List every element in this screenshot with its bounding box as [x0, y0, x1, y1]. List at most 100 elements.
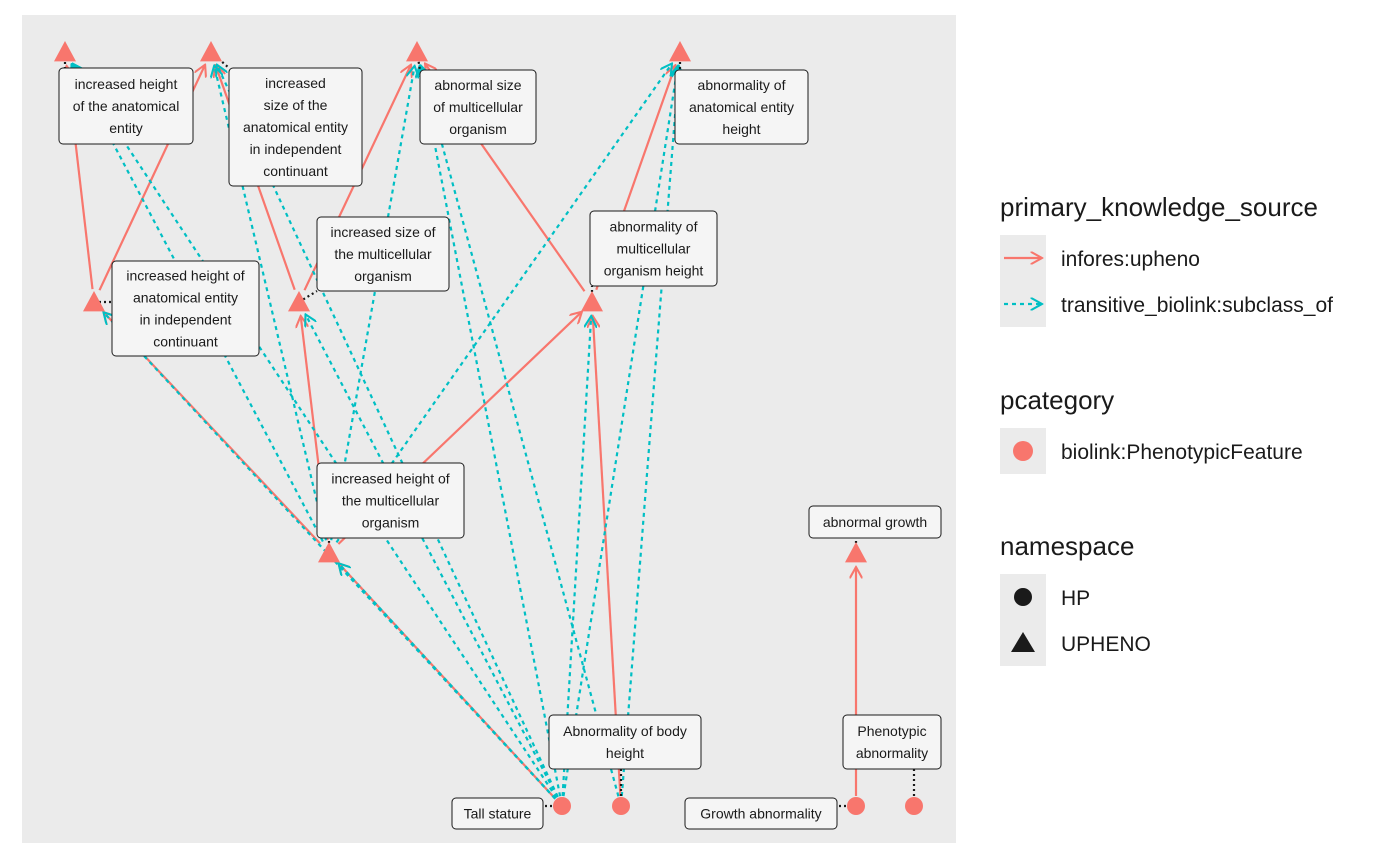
node-circle-n_growth_abn[interactable] — [847, 797, 865, 815]
node-label-n_size_mc: increased size of the multicellular organi… — [316, 216, 450, 292]
node-label-box — [548, 714, 702, 770]
node-label-line: abnormal growth — [823, 514, 927, 530]
node-label-line: height — [722, 121, 760, 137]
node-label-line: of multicellular — [433, 99, 523, 115]
node-label-line: Phenotypic — [857, 723, 926, 739]
node-label-line: increased height of — [331, 471, 449, 487]
legend-category-title: pcategory — [1000, 385, 1114, 415]
node-label-line: Tall stature — [464, 806, 532, 822]
node-label-n_size_anat_ic: increased size of the anatomical entity in … — [228, 67, 363, 187]
node-label-line: increased height — [75, 76, 178, 92]
legend-hp-circle-icon — [1014, 588, 1032, 606]
node-label-line: in independent — [250, 141, 342, 157]
node-label-n_abn_growth: abnormal growth — [808, 505, 942, 539]
node-label-line: Growth abnormality — [700, 806, 821, 822]
node-label-box — [316, 216, 450, 292]
node-label-line: anatomical entity — [689, 99, 794, 115]
edge-subclass-24 — [421, 66, 620, 797]
nodes-layer — [54, 41, 923, 815]
node-label-box — [419, 69, 537, 145]
node-label-line: abnormality of — [698, 77, 786, 93]
edge-subclass-21 — [306, 314, 559, 798]
node-label-line: abnormality of — [610, 219, 698, 235]
node-label-box — [842, 714, 942, 770]
legend-namespace-title: namespace — [1000, 531, 1134, 561]
node-label-line: continuant — [263, 163, 328, 179]
node-label-n_pheno_abn: Phenotypic abnormality — [842, 714, 942, 770]
node-label-box — [808, 505, 942, 539]
node-triangle-n_abn_size_mc[interactable] — [406, 41, 428, 62]
node-triangle-n_size_mc[interactable] — [288, 291, 310, 312]
node-label-line: the multicellular — [334, 246, 432, 262]
node-label-line: continuant — [153, 334, 218, 350]
node-label-line: organism — [449, 121, 507, 137]
node-label-line: size of the — [264, 97, 328, 113]
node-triangle-n_abn_mc_height[interactable] — [581, 291, 603, 312]
node-triangle-n_height_anat_ic[interactable] — [83, 291, 105, 312]
edge-subclass-19 — [562, 66, 678, 797]
node-label-box — [674, 69, 809, 145]
node-triangle-n_size_anat_ic[interactable] — [200, 41, 222, 62]
node-label-line: organism — [354, 268, 412, 284]
node-triangle-n_height_mc[interactable] — [318, 542, 340, 563]
node-label-n_abn_body_height: Abnormality of body height — [548, 714, 702, 770]
node-label-line: increased size of — [330, 224, 435, 240]
node-triangle-n_height_anat[interactable] — [54, 41, 76, 62]
node-label-line: abnormality — [856, 745, 928, 761]
node-label-line: Abnormality of body — [563, 723, 687, 739]
node-label-box — [58, 67, 194, 145]
legend-circle-icon — [1013, 441, 1033, 461]
legend-item-hp: HP — [1061, 587, 1090, 610]
node-label-n_height_mc: increased height of the multicellular orga… — [316, 462, 465, 539]
node-triangle-n_abn_growth[interactable] — [845, 542, 867, 563]
node-label-line: entity — [109, 120, 142, 136]
label-connector-n_abn_size_mc — [415, 51, 422, 71]
edge-subclass-17 — [217, 65, 559, 798]
legend: primary_knowledge_source infores:upheno … — [1000, 192, 1333, 666]
node-label-box — [684, 797, 838, 830]
node-label-line: multicellular — [617, 241, 691, 257]
node-circle-n_tall[interactable] — [553, 797, 571, 815]
node-label-line: organism — [362, 515, 420, 531]
node-label-line: in independent — [140, 312, 232, 328]
node-label-line: organism height — [604, 263, 704, 279]
node-label-n_height_anat: increased height of the anatomical entity — [58, 67, 194, 145]
node-label-line: increased — [265, 75, 326, 91]
node-circle-n_pheno_abn[interactable] — [905, 797, 923, 815]
node-label-n_growth_abn: Growth abnormality — [684, 797, 838, 830]
legend-item-upheno-ns: UPHENO — [1061, 633, 1151, 656]
node-label-line: anatomical entity — [243, 119, 348, 135]
label-connector-n_size_mc — [298, 290, 318, 303]
node-circle-n_abn_body_height[interactable] — [612, 797, 630, 815]
node-triangle-n_abn_anat_height[interactable] — [669, 41, 691, 62]
node-label-box — [111, 260, 260, 357]
node-label-n_tall: Tall stature — [451, 797, 544, 830]
edge-subclass-25 — [620, 66, 679, 797]
node-label-n_abn_mc_height: abnormality of multicellular organism heig… — [589, 210, 718, 287]
legend-item-phenotypic: biolink:PhenotypicFeature — [1061, 441, 1303, 464]
node-label-box — [451, 797, 544, 830]
node-label-n_height_anat_ic: increased height of anatomical entity in i… — [111, 260, 260, 357]
node-label-line: height — [606, 745, 644, 761]
node-label-line: increased height of — [126, 268, 244, 284]
edge-subclass-13 — [214, 66, 328, 541]
legend-item-subclass: transitive_biolink:subclass_of — [1061, 294, 1333, 317]
node-label-line: anatomical entity — [133, 290, 238, 306]
node-label-n_abn_anat_height: abnormality of anatomical entity height — [674, 69, 809, 145]
node-label-line: the multicellular — [342, 493, 440, 509]
label-connector-n_size_anat_ic — [210, 51, 230, 69]
legend-upheno-triangle-icon — [1011, 632, 1035, 652]
edge-subclass-16 — [73, 64, 558, 799]
node-label-box — [589, 210, 718, 287]
node-label-box — [316, 462, 465, 539]
node-label-box — [228, 67, 363, 187]
node-label-line: of the anatomical — [73, 98, 180, 114]
edge-subclass-14 — [330, 66, 414, 541]
edge-subclass-18 — [420, 66, 562, 797]
node-label-line: abnormal size — [434, 77, 521, 93]
legend-item-upheno: infores:upheno — [1061, 248, 1200, 271]
node-label-n_abn_size_mc: abnormal size of multicellular organism — [419, 69, 537, 145]
edge-subclass-23 — [339, 563, 557, 800]
